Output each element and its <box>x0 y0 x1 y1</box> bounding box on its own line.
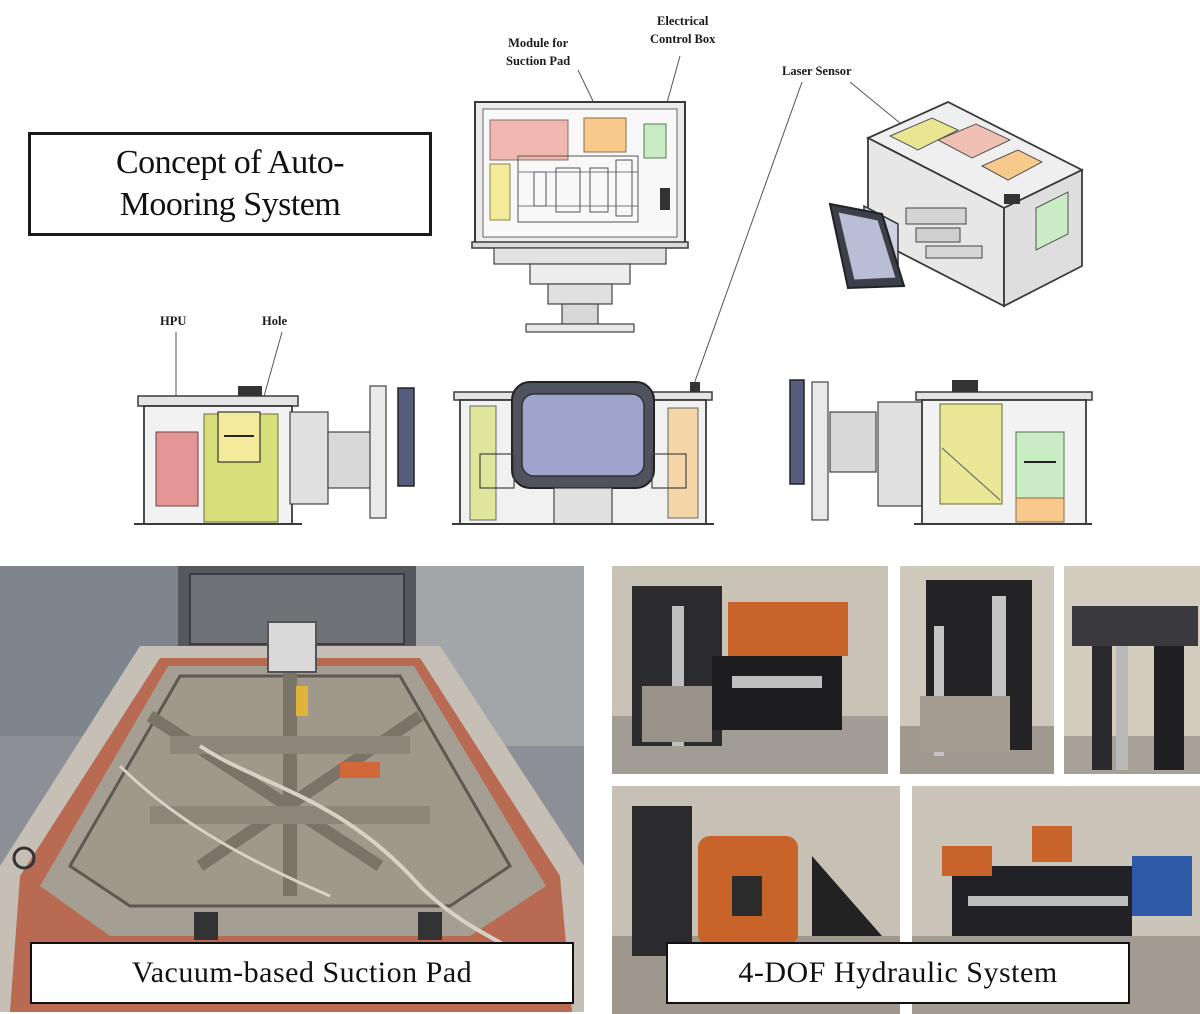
suction-pad-photo-art <box>0 566 584 1012</box>
concept-title-box: Concept of Auto- Mooring System <box>28 132 432 236</box>
control-box-panel <box>643 123 667 159</box>
callout-module-line-2: Suction Pad <box>506 54 571 68</box>
hydraulic-photo-1-art <box>612 566 888 774</box>
callout-electrical-control-box: Electrical Control Box <box>650 12 715 48</box>
concept-title-line-1: Concept of Auto- <box>115 144 345 181</box>
caption-suction-pad: Vacuum-based Suction Pad <box>30 942 574 1004</box>
front-view-drawing <box>452 381 714 525</box>
concept-title-line-2: Mooring System <box>119 186 341 223</box>
hydraulic-photo-1 <box>612 566 888 774</box>
top-view-drawing <box>471 101 689 333</box>
callout-module-suction-pad: Module for Suction Pad <box>506 34 570 70</box>
callout-electrical-line-1: Electrical <box>657 14 709 28</box>
callout-electrical-line-2: Control Box <box>650 32 716 46</box>
isometric-view-drawing <box>828 101 1085 308</box>
right-side-view-drawing <box>789 379 1093 525</box>
pink-module-panel <box>489 119 569 161</box>
hydraulic-photo-3-art <box>1064 566 1200 774</box>
callout-laser-sensor: Laser Sensor <box>782 64 852 78</box>
hpu-panel <box>155 431 199 507</box>
callout-hole: Hole <box>262 314 287 328</box>
concept-drawing-sheet: Concept of Auto- Mooring System Module f… <box>28 12 1093 525</box>
orange-module-panel <box>583 117 627 153</box>
callout-module-line-1: Module for <box>508 36 569 50</box>
callout-hpu: HPU <box>160 314 187 328</box>
suction-pad-face <box>521 393 645 477</box>
suction-pad-photo: Vacuum-based Suction Pad <box>0 566 584 1012</box>
caption-hydraulic-system: 4-DOF Hydraulic System <box>666 942 1130 1004</box>
hydraulic-photo-3 <box>1064 566 1200 774</box>
left-side-view-drawing <box>134 385 415 525</box>
leader-laser-front <box>693 81 803 385</box>
hydraulic-photo-2 <box>900 566 1054 774</box>
hydraulic-photo-2-art <box>900 566 1054 774</box>
